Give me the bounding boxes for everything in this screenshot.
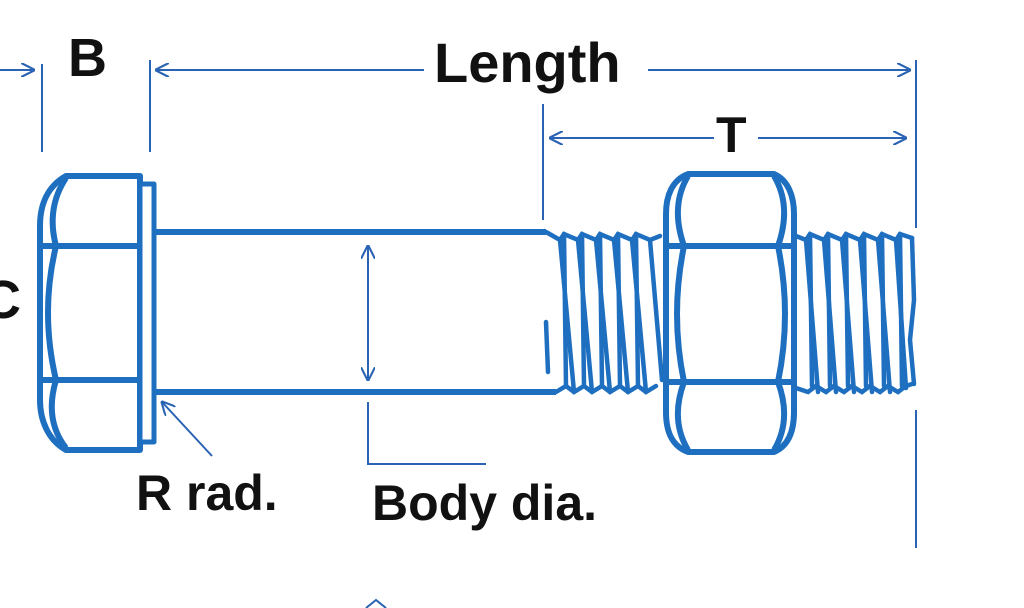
partial-arrow-mark [365,598,387,608]
bolt-head [37,173,157,453]
thread-line [647,237,665,383]
thread-line [897,231,905,389]
thread-line [633,231,641,389]
thread-line [561,231,569,389]
head-curve-upper-left [49,176,69,247]
head-curve-upper-mid [45,245,59,381]
nut-curve-mid-left [674,245,687,383]
nut-curve-mid-right [775,245,788,383]
thread-line [807,231,815,389]
b-label: B [68,28,107,88]
r-rad-label: R rad. [136,465,278,521]
body-dia-label: Body dia. [372,475,597,531]
dimension-lines [0,60,917,548]
thread-line [879,231,887,389]
thread-line [861,231,869,389]
thread-end-chamfer [907,235,917,387]
threads-right [793,231,917,395]
head-curve-lower [48,379,69,450]
nut-curve-lower-right [771,380,788,452]
r-rad-leader [162,402,213,457]
thread-line [615,231,623,389]
t-label: T [716,107,747,163]
thread-root-left [553,383,659,395]
thread-line [843,231,851,389]
length-label: Length [434,31,621,94]
body-dia-leader [367,402,486,465]
hex-nut [663,171,797,455]
nut-curve-upper-right [771,174,788,247]
washer-face [137,181,157,445]
bolt-shank [154,229,556,395]
thread-line [825,231,833,389]
nut-curve-upper-left [674,174,691,247]
nut-outline [663,171,797,455]
thread-crest-right [793,231,915,243]
thread-line [597,231,605,389]
nut-curve-lower-left [674,380,691,452]
thread-line [579,231,587,389]
thread-runout [543,319,551,375]
c-label: C [0,270,21,330]
threads-left [543,229,665,395]
